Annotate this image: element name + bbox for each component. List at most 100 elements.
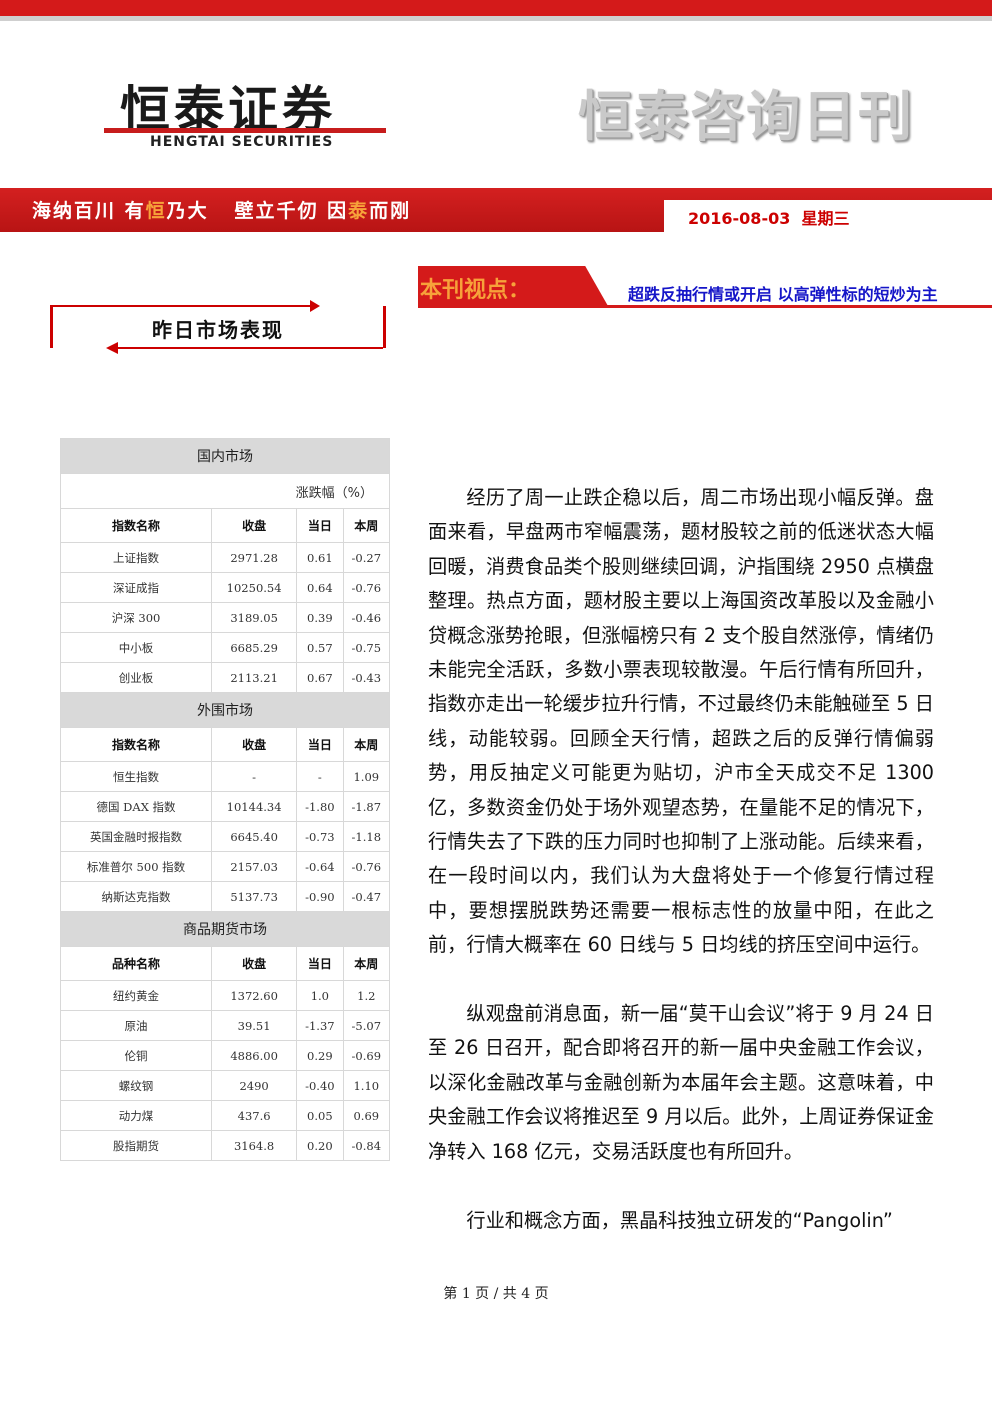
daily-change: -0.64 <box>296 851 344 882</box>
close-value: 2113.21 <box>211 662 298 693</box>
column-header: 指数名称 <box>59 727 213 762</box>
weekday: 星期三 <box>801 209 850 228</box>
daily-change: -1.37 <box>296 1010 344 1041</box>
slogan-part: 而刚 <box>369 200 412 222</box>
section-frame-bottom <box>118 347 383 349</box>
close-value: 6645.40 <box>211 821 298 852</box>
table-section-header: 外围市场 <box>60 692 390 728</box>
row-name: 德国 DAX 指数 <box>59 791 213 822</box>
daily-change: 0.29 <box>296 1040 344 1071</box>
close-value: - <box>211 761 298 792</box>
company-logo-english: HENGTAI SECURITIES <box>150 134 334 150</box>
row-name: 标准普尔 500 指数 <box>59 851 213 882</box>
table-column-header: 指数名称收盘当日本周 <box>59 508 391 543</box>
daily-change: -0.73 <box>296 821 344 852</box>
weekly-change: 0.69 <box>342 1100 391 1131</box>
weekly-change: -0.46 <box>342 602 391 633</box>
weekly-change: -0.43 <box>342 662 391 693</box>
close-value: 1372.60 <box>211 980 298 1011</box>
column-header: 收盘 <box>211 508 298 543</box>
column-header: 本周 <box>342 946 391 981</box>
section-name: 外围市场 <box>60 692 390 728</box>
viewpoint-label: 本刊视点： <box>420 278 531 303</box>
article-paragraph: 纵观盘前消息面，新一届“莫干山会议”将于 9 月 24 日至 26 日召开，配合… <box>428 1002 934 1163</box>
close-value: 39.51 <box>211 1010 298 1041</box>
row-name: 英国金融时报指数 <box>59 821 213 852</box>
weekly-change: -0.84 <box>342 1130 391 1161</box>
viewpoint-tab <box>418 266 608 306</box>
slogan-highlight: 恒 <box>145 200 167 222</box>
row-name: 中小板 <box>59 632 213 663</box>
issue-date: 2016-08-03 星期三 <box>688 205 850 229</box>
row-name: 伦铜 <box>59 1040 213 1071</box>
daily-change: 0.57 <box>296 632 344 663</box>
top-red-bar <box>0 0 992 16</box>
weekly-change: -1.87 <box>342 791 391 822</box>
row-name: 原油 <box>59 1010 213 1041</box>
daily-change: -0.40 <box>296 1070 344 1101</box>
close-value: 2971.28 <box>211 542 298 573</box>
table-column-header: 指数名称收盘当日本周 <box>59 727 391 762</box>
section-frame <box>50 306 386 348</box>
column-header: 收盘 <box>211 946 298 981</box>
close-value: 10144.34 <box>211 791 298 822</box>
row-name: 螺纹钢 <box>59 1070 213 1101</box>
date-box <box>664 200 992 232</box>
weekly-change: -0.76 <box>342 851 391 882</box>
daily-change: 0.20 <box>296 1130 344 1161</box>
daily-change: 1.0 <box>296 980 344 1011</box>
column-header: 当日 <box>296 508 344 543</box>
slogan-highlight: 泰 <box>348 200 370 222</box>
slogan-part: 乃大 壁立千仞 因 <box>166 200 349 222</box>
weekly-change: 1.10 <box>342 1070 391 1101</box>
daily-change: 0.05 <box>296 1100 344 1131</box>
viewpoint-rule <box>418 305 992 308</box>
daily-change: 0.67 <box>296 662 344 693</box>
logo-underline <box>104 128 386 133</box>
table-row: 恒生指数--1.09 <box>59 761 391 792</box>
column-header: 本周 <box>342 727 391 762</box>
section-frame-top <box>50 305 312 307</box>
close-value: 2157.03 <box>211 851 298 882</box>
daily-change: -1.80 <box>296 791 344 822</box>
row-name: 动力煤 <box>59 1100 213 1131</box>
close-value: 5137.73 <box>211 881 298 912</box>
column-header: 当日 <box>296 727 344 762</box>
section-name: 商品期货市场 <box>60 911 390 947</box>
arrow-left-icon <box>106 342 118 354</box>
column-header: 品种名称 <box>59 946 213 981</box>
daily-change: 0.39 <box>296 602 344 633</box>
daily-change: -0.90 <box>296 881 344 912</box>
table-column-header: 品种名称收盘当日本周 <box>59 946 391 981</box>
top-gray-bar <box>0 16 992 21</box>
section-name: 国内市场 <box>60 438 390 474</box>
close-value: 10250.54 <box>211 572 298 603</box>
close-value: 3189.05 <box>211 602 298 633</box>
weekly-change: -0.27 <box>342 542 391 573</box>
row-name: 纽约黄金 <box>59 980 213 1011</box>
weekly-change: -0.69 <box>342 1040 391 1071</box>
column-header: 指数名称 <box>59 508 213 543</box>
weekly-change: 1.2 <box>342 980 391 1011</box>
daily-change: 0.61 <box>296 542 344 573</box>
publication-title: 恒泰咨询日刊 <box>578 85 914 148</box>
column-header: 本周 <box>342 508 391 543</box>
row-name: 恒生指数 <box>59 761 213 792</box>
row-name: 股指期货 <box>59 1130 213 1161</box>
close-value: 437.6 <box>211 1100 298 1131</box>
article-paragraph: 经历了周一止跌企稳以后，周二市场出现小幅反弹。盘面来看，早盘两市窄幅震荡，题材股… <box>428 486 934 957</box>
article-paragraph: 行业和概念方面，黑晶科技独立研发的“Pangolin” <box>466 1208 893 1232</box>
